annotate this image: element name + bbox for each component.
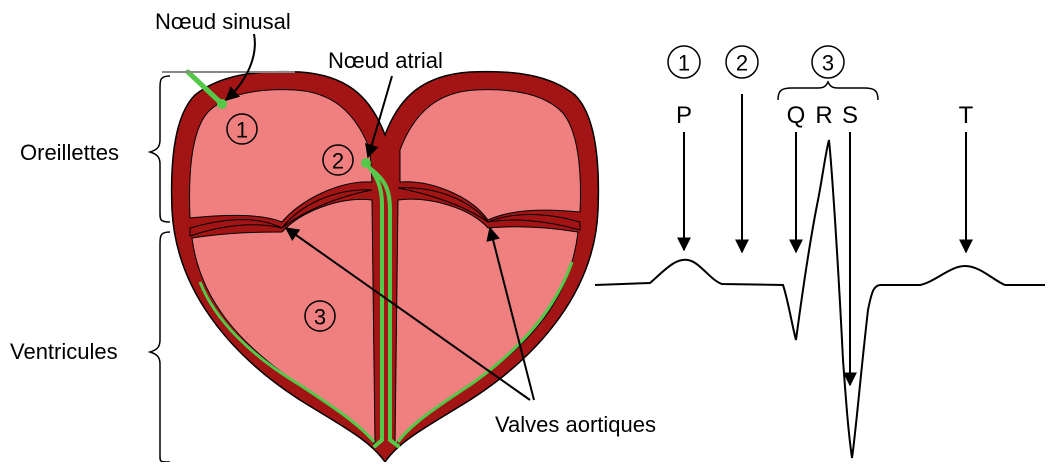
t-wave-label: T: [959, 102, 974, 129]
svg-text:2: 2: [332, 149, 344, 174]
ecg-waveform: [595, 140, 1045, 458]
ecg-trace: 1 2 3 P Q R S T: [595, 46, 1045, 458]
ecg-marker-1: 1: [668, 46, 700, 78]
atria-brace: [150, 76, 170, 222]
atrial-node-dot: [361, 158, 371, 168]
svg-text:1: 1: [236, 118, 248, 143]
heart: 1 2 3: [172, 72, 599, 462]
ventricles-brace: [150, 232, 170, 462]
svg-text:2: 2: [736, 51, 748, 76]
sinus-node-label: Nœud sinusal: [155, 9, 291, 34]
p-wave-label: P: [676, 102, 692, 129]
atria-label: Oreillettes: [20, 140, 119, 165]
aortic-valves-label: Valves aortiques: [495, 412, 656, 437]
sinus-node-dot: [217, 99, 227, 109]
r-wave-label: R: [815, 102, 832, 129]
atrial-node-label: Nœud atrial: [328, 48, 443, 73]
ventricles-label: Ventricules: [10, 339, 118, 364]
ecg-marker-2: 2: [726, 46, 758, 78]
svg-text:3: 3: [314, 305, 326, 330]
svg-text:3: 3: [822, 51, 834, 76]
s-wave-label: S: [842, 102, 858, 129]
ecg-marker-3: 3: [812, 46, 844, 78]
svg-text:1: 1: [678, 51, 690, 76]
qrs-brace: [778, 82, 878, 100]
q-wave-label: Q: [787, 102, 806, 129]
